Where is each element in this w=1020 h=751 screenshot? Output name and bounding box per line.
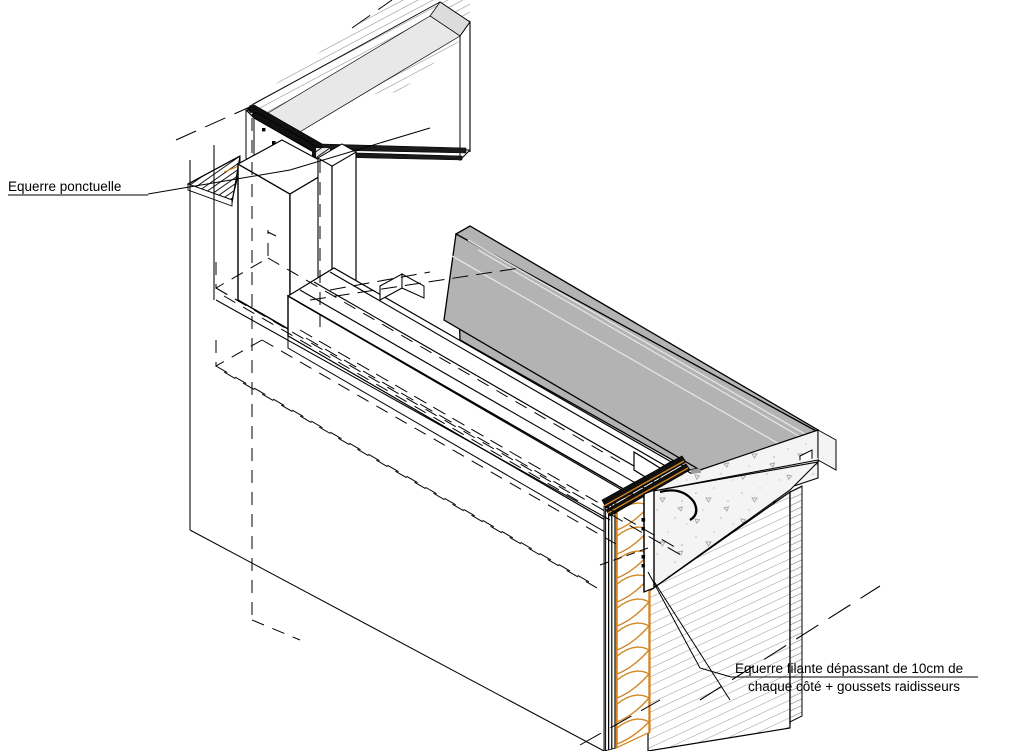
drawing-body (175, 0, 881, 751)
upper-slab-break-lines (175, 0, 393, 141)
annotation-label-equerre-filante-line1: Equerre filante dépassant de 10cm de (735, 661, 963, 676)
hidden-construction-lines (215, 118, 687, 641)
annotation-equerre-ponctuelle[interactable]: Equerre ponctuelle (8, 127, 431, 196)
annotation-equerre-filante[interactable]: Equerre filante dépassant de 10cm de cha… (647, 571, 978, 694)
break-lines (579, 699, 661, 746)
leader-line-equerre-ponctuelle (147, 127, 431, 195)
leader-line-equerre-filante (647, 571, 732, 678)
annotation-label-equerre-ponctuelle: Equerre ponctuelle (8, 179, 121, 194)
building-outline (189, 145, 611, 751)
annotation-label-equerre-filante-line2: chaque côté + goussets raidisseurs (748, 679, 960, 694)
masonry-wall (647, 485, 881, 751)
main-beam (286, 267, 722, 573)
